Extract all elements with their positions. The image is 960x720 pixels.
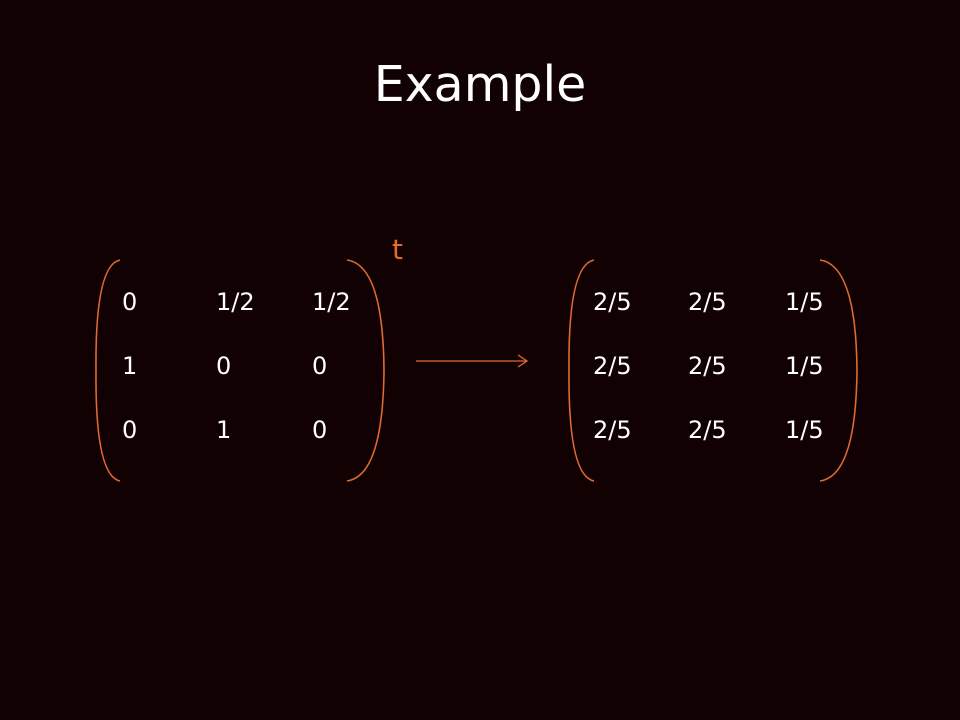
left-matrix-close-bracket [346,259,385,482]
right-matrix-cell: 2/5 [688,416,727,444]
left-matrix-cell: 1 [122,352,138,380]
left-matrix-cell: 0 [216,352,232,380]
left-matrix-cell: 1/2 [216,288,255,316]
right-matrix-cell: 2/5 [593,352,632,380]
left-matrix-cell: 0 [122,288,138,316]
right-matrix-open-bracket [568,259,595,482]
left-matrix-cell: 1 [216,416,232,444]
right-matrix-cell: 2/5 [688,352,727,380]
left-matrix-cell: 0 [122,416,138,444]
right-matrix-close-bracket [819,259,858,482]
right-matrix-cell: 2/5 [593,416,632,444]
transition-arrow-head [517,354,529,368]
right-matrix-cell: 2/5 [593,288,632,316]
transition-label: t [392,233,403,266]
left-matrix-cell: 1/2 [312,288,351,316]
left-matrix-open-bracket [95,259,121,482]
right-matrix-cell: 1/5 [785,352,824,380]
left-matrix-cell: 0 [312,352,328,380]
left-matrix-cell: 0 [312,416,328,444]
slide-title: Example [373,56,587,113]
right-matrix-cell: 2/5 [688,288,727,316]
right-matrix-cell: 1/5 [785,288,824,316]
right-matrix-cell: 1/5 [785,416,824,444]
